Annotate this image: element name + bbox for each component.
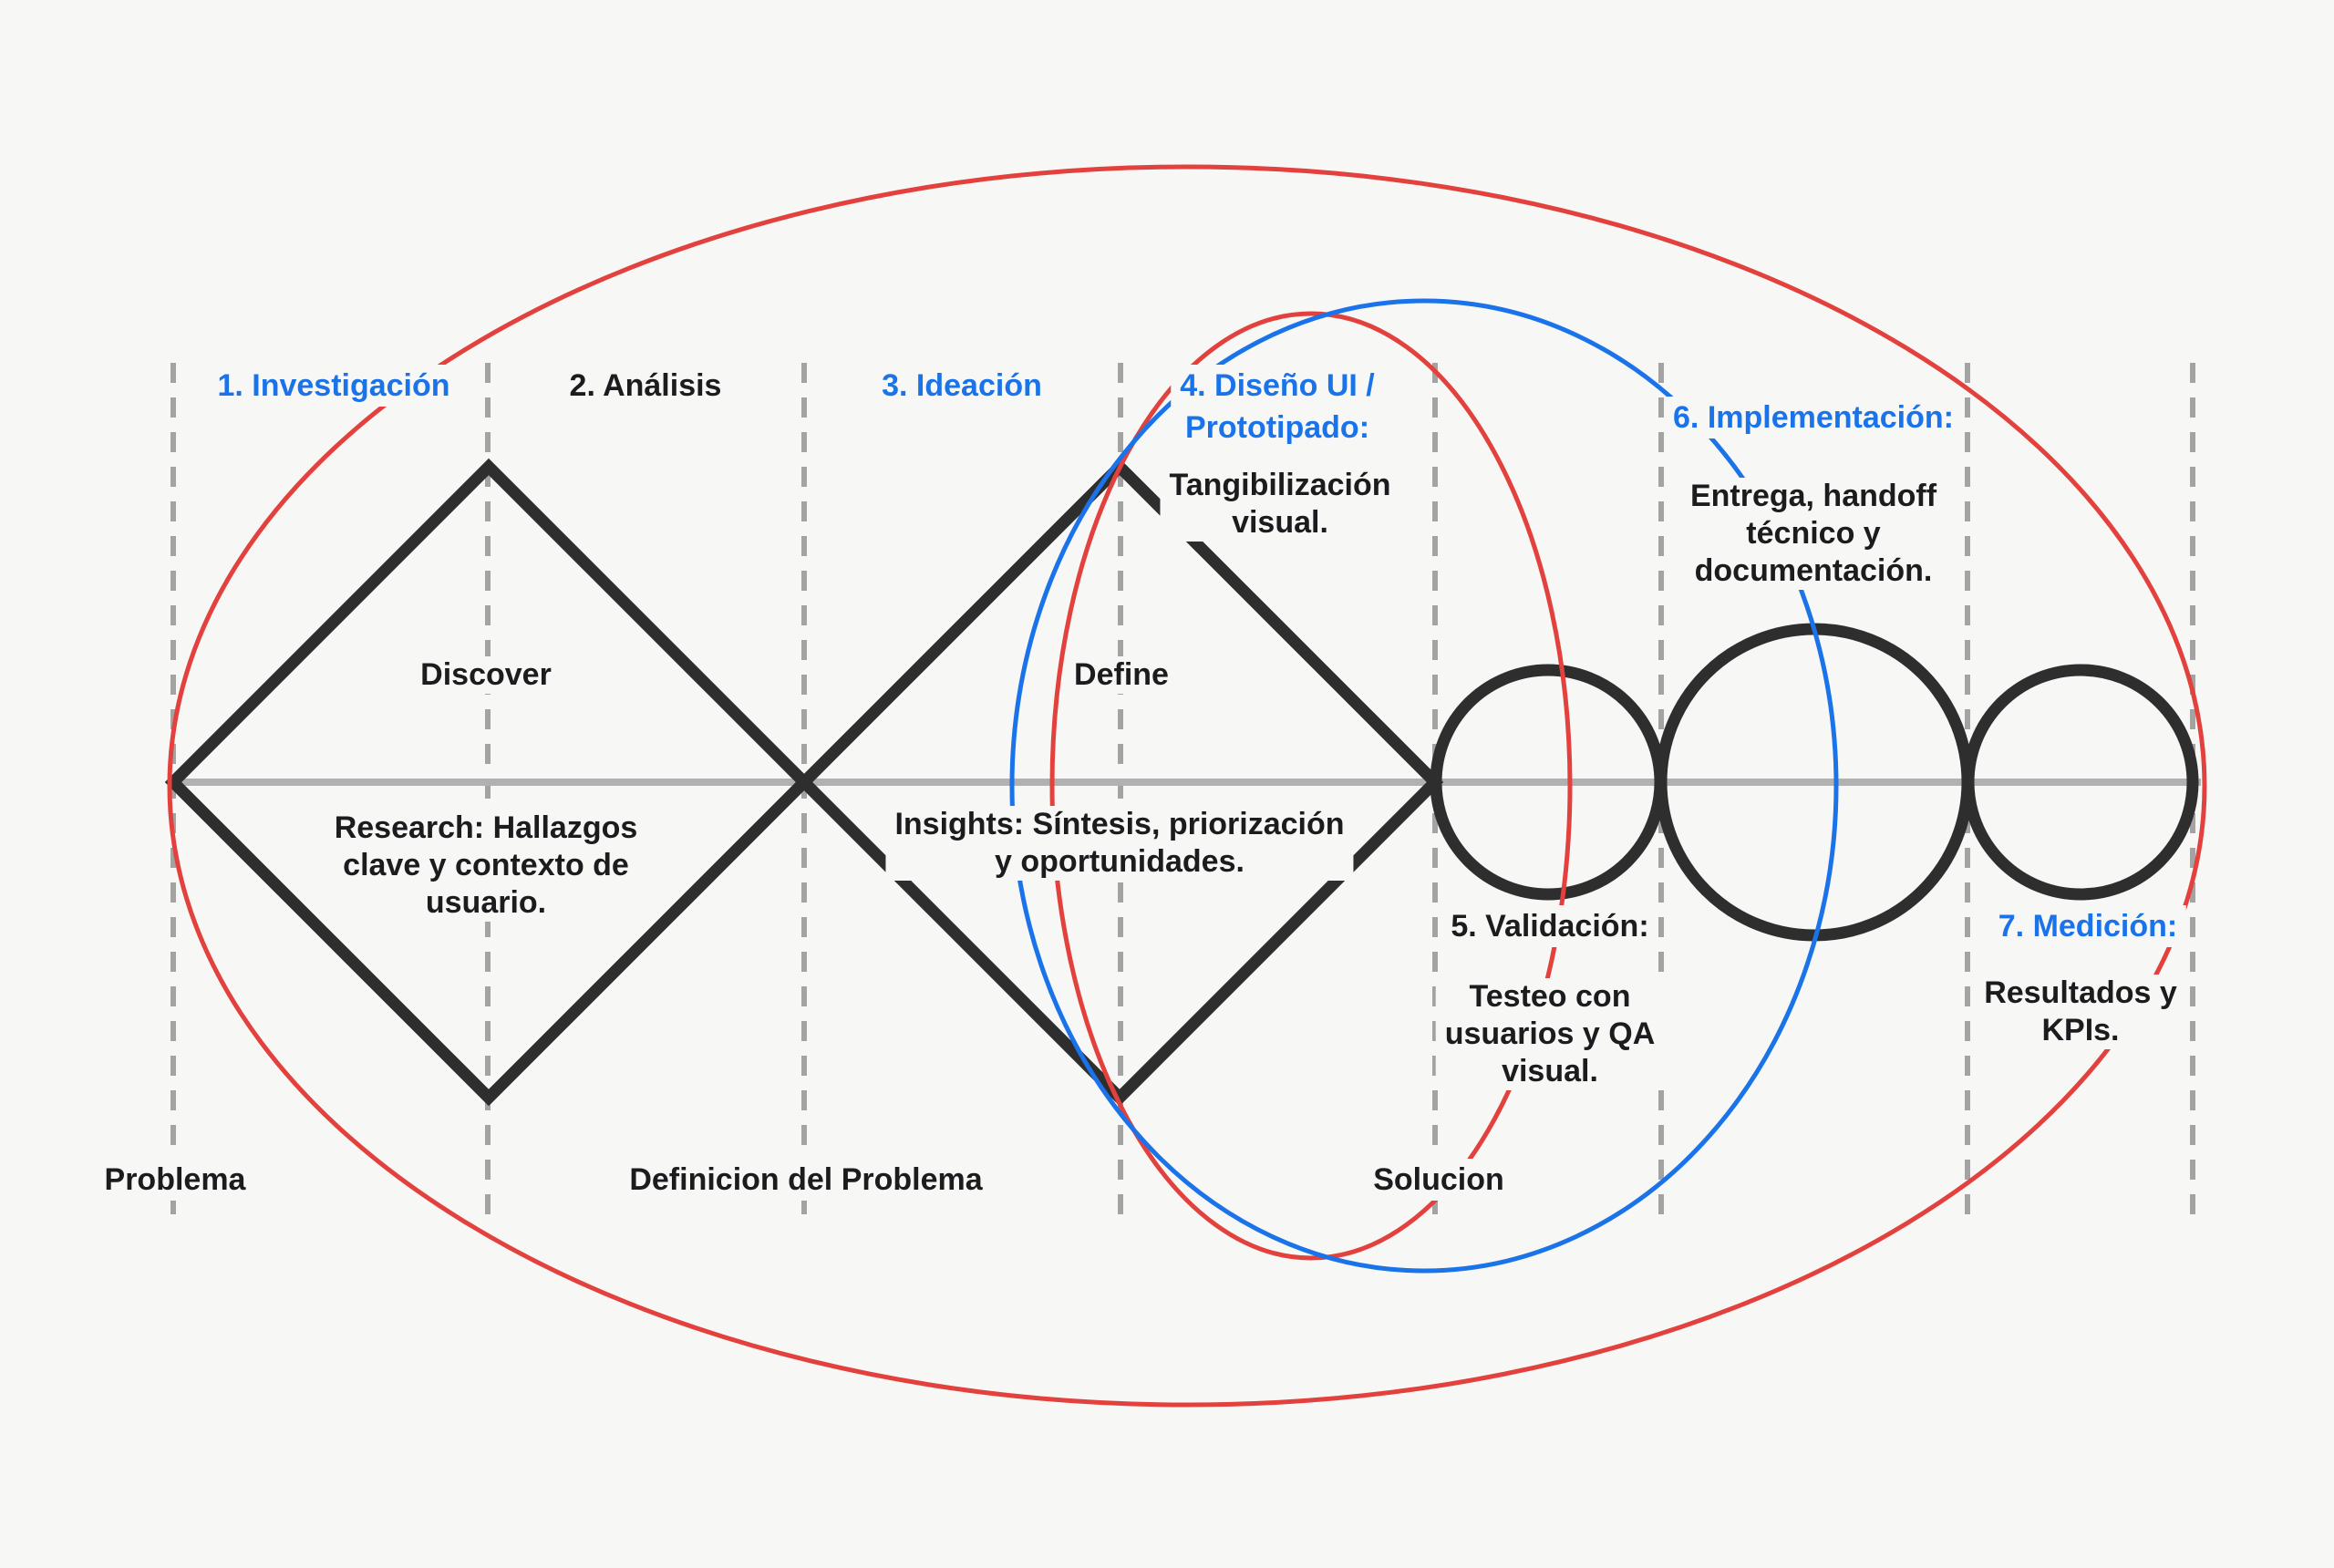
measurement-circle-shape xyxy=(1962,664,2199,901)
phase-label-diseno-ui: 4. Diseño UI / Prototipado: xyxy=(1171,365,1384,449)
milestone-problema: Problema xyxy=(95,1159,255,1201)
phase-label-validacion: 5. Validación: xyxy=(1441,905,1658,947)
annotation-resultados: Resultados y KPIs. xyxy=(1975,975,2186,1049)
phase-label-implementacion: 6. Implementación: xyxy=(1664,397,1963,438)
annotation-insights: Insights: Síntesis, priorización y oport… xyxy=(885,806,1354,881)
inner-red-ellipse xyxy=(1049,311,1573,1261)
annotation-research: Research: Hallazgos clave y contexto de … xyxy=(325,810,647,922)
annotation-tangibilizacion: Tangibilización visual. xyxy=(1160,467,1400,542)
annotation-discover: Discover xyxy=(411,656,561,694)
phase-label-medicion: 7. Medición: xyxy=(1988,905,2187,947)
outer-red-ellipse xyxy=(167,164,2207,1408)
milestone-definicion-del-problema: Definicion del Problema xyxy=(620,1159,992,1201)
phase-label-investigacion: 1. Investigación xyxy=(208,365,460,407)
inner-blue-ellipse xyxy=(1009,298,1839,1274)
milestone-solucion: Solucion xyxy=(1364,1159,1513,1201)
annotation-define: Define xyxy=(1065,656,1178,694)
annotation-testeo: Testeo con usuarios y QA visual. xyxy=(1435,978,1665,1090)
phase-label-ideacion: 3. Ideación xyxy=(873,365,1051,407)
annotation-entrega: Entrega, handoff técnico y documentación… xyxy=(1680,478,1947,590)
phase-label-analisis: 2. Análisis xyxy=(560,365,731,407)
